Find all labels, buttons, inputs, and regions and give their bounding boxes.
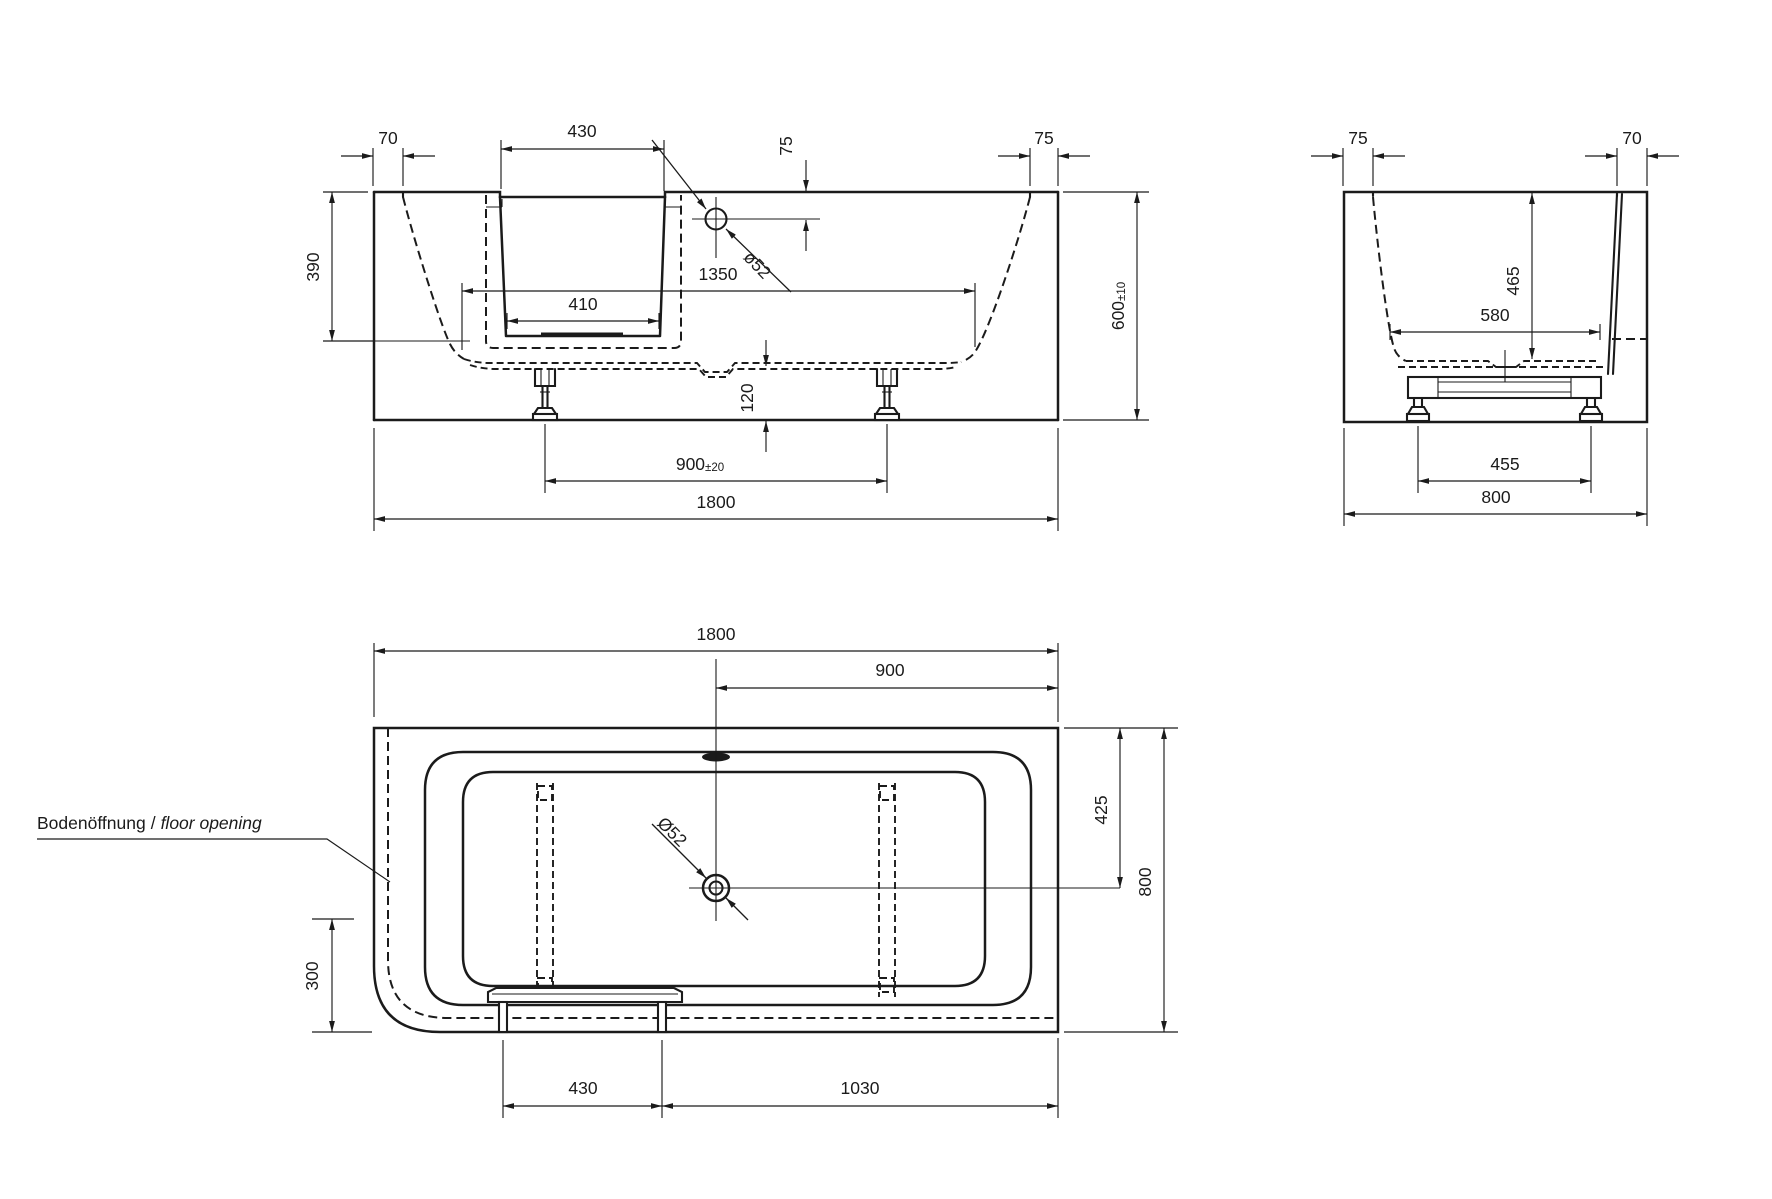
dim-end-lip-right: 70 xyxy=(1622,128,1642,148)
dim-end-interior-depth: 465 xyxy=(1503,266,1523,295)
front-right-wall-hidden xyxy=(960,196,1031,363)
end-dimensions: 75 70 465 580 455 800 xyxy=(1311,128,1679,526)
front-view: ø52 70 430 75 75 390 xyxy=(303,121,1149,531)
end-left-wall-hidden xyxy=(1372,196,1407,362)
dim-end-lip-left: 75 xyxy=(1348,128,1367,148)
dim-front-under-clearance: 120 xyxy=(737,383,757,412)
plan-drain-leader-1 xyxy=(651,823,707,879)
front-top-edge xyxy=(372,190,1060,199)
front-overflow-centerlines xyxy=(692,197,820,258)
plan-rail-right xyxy=(878,783,896,997)
dim-plan-floor-opening-width: 430 xyxy=(568,1078,597,1098)
front-seat-brackets xyxy=(486,199,681,208)
plan-rim-opening xyxy=(423,750,1033,1007)
plan-drain-centerlines xyxy=(689,659,1120,921)
dim-plan-corner-zone: 300 xyxy=(302,961,322,990)
end-outer-shell xyxy=(1342,190,1649,424)
plan-floor-opening-step xyxy=(486,986,684,1034)
dim-front-feet-spacing: 900±20 xyxy=(676,454,724,474)
dim-end-overall-width: 800 xyxy=(1481,487,1510,507)
dim-plan-overflow-to-end: 900 xyxy=(875,660,904,680)
dim-plan-overall-width: 800 xyxy=(1135,867,1155,896)
dim-front-lip-left: 70 xyxy=(378,128,398,148)
dim-front-seat-bottom-width: 410 xyxy=(568,294,597,314)
front-foot-right xyxy=(873,367,901,422)
front-dimensions: 70 430 75 75 390 1350 410 xyxy=(303,121,1149,531)
dim-plan-overall-length: 1800 xyxy=(697,624,736,644)
dim-front-overall-length: 1800 xyxy=(697,492,736,512)
front-rim-lips xyxy=(401,190,1032,199)
floor-opening-label: Bodenöffnung/floor opening xyxy=(37,813,262,833)
dim-front-depth: 390 xyxy=(303,252,323,281)
front-underside-hidden xyxy=(469,364,957,378)
dim-front-interior-length: 1350 xyxy=(699,264,738,284)
plan-bowl-floor xyxy=(461,770,987,988)
dim-end-feet-spacing: 455 xyxy=(1490,454,1519,474)
end-right-wall xyxy=(1606,192,1624,376)
dim-front-lip-right: 75 xyxy=(1034,128,1053,148)
floor-opening-leader xyxy=(37,838,391,883)
dim-end-interior-width: 580 xyxy=(1480,305,1509,325)
front-seat-hidden-outline xyxy=(485,195,682,349)
plan-dimensions: 1800 900 425 800 300 430 1030 xyxy=(302,624,1178,1118)
dim-front-seat-top-width: 430 xyxy=(567,121,596,141)
end-support-frame xyxy=(1405,375,1604,423)
dim-front-overall-height: 600±10 xyxy=(1108,282,1128,330)
front-side-edges xyxy=(372,190,1060,422)
end-bowl-bottom-hidden xyxy=(1406,360,1600,368)
front-foot-left xyxy=(531,367,559,422)
end-view: 75 70 465 580 455 800 xyxy=(1311,128,1679,526)
dim-plan-drain-from-edge: 425 xyxy=(1091,795,1111,824)
dim-plan-basin-length: 1030 xyxy=(841,1078,880,1098)
front-left-wall-hidden xyxy=(402,196,465,360)
dim-front-overflow-from-top: 75 xyxy=(776,136,796,155)
front-bowl-bottom-hidden xyxy=(463,358,962,373)
front-overflow-leader-2 xyxy=(725,228,792,293)
plan-outer-shell xyxy=(372,726,1060,1034)
plan-drain-leader-2 xyxy=(725,897,749,921)
plan-floor-opening-hidden xyxy=(387,728,1058,1019)
